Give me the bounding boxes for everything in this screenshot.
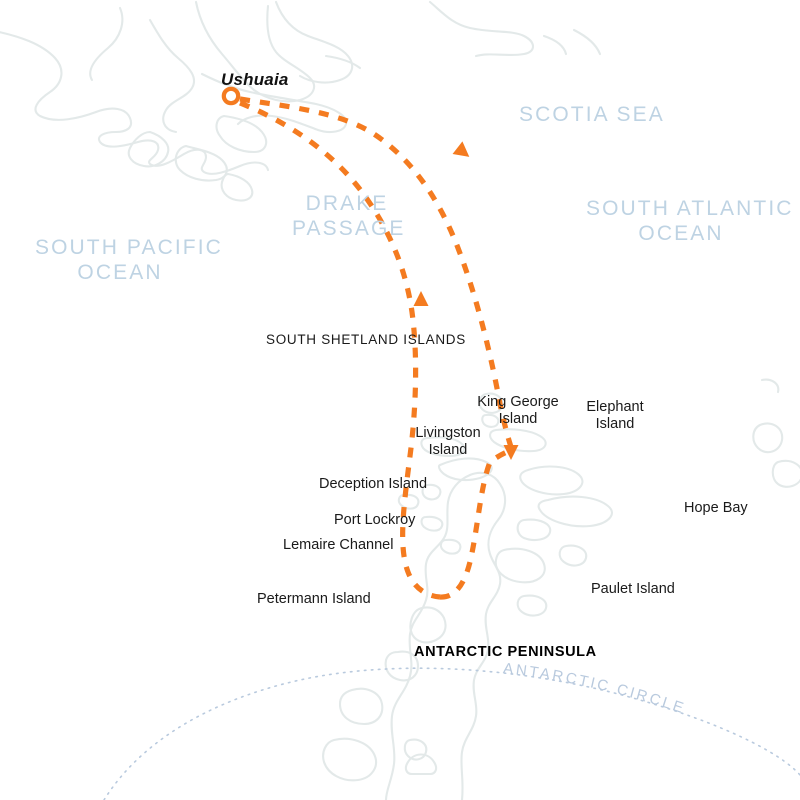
coastline-snow-islet [478,392,504,414]
coastline-east-islet-1 [752,422,784,454]
coastline-snow-island [439,538,462,555]
coastline-paulet-island [558,544,588,567]
coastline-peninsula-inland [409,606,447,644]
coastline-nelson-island [481,413,500,428]
coastline-isla-navarino [174,144,228,182]
coastline-low-island [420,515,444,532]
route-return [239,100,441,600]
coastline-islands-south [127,130,170,168]
route-arrows [413,141,519,460]
coastline-joinville-island [519,465,584,496]
coastline-small-cove [403,738,428,761]
coastline-isla-hoste [215,114,268,154]
coastline-east-islet-3 [760,378,780,394]
coastline-andes-ridge [148,18,196,134]
coastline-malvinas-shelf [428,0,535,58]
coastline-fjord-north [89,6,124,82]
ushuaia-port-marker[interactable] [221,86,241,106]
coastline-dundee-island [537,495,613,528]
antarctic-circle-label: ANTARCTIC CIRCLE [502,660,688,718]
coastline-king-george-island [489,428,547,453]
coastline-isla-grande [274,0,354,84]
coastline-patagonia [0,31,270,175]
route-arrow-south [503,445,519,460]
coastline-smith-island [397,493,420,510]
coastline-peninsula-west [384,473,472,800]
coastline-south-shetland-chain [438,457,493,482]
route-outbound [239,96,515,451]
coastline-east-islet-2 [771,459,800,488]
route-arrow-return [413,291,429,306]
coastline-cape-horn-isles [220,172,254,202]
antarctic-circle-line [103,667,800,800]
coastline-beagle-channel [200,72,348,134]
route-arrow-outbound [452,141,470,157]
coastline-shelf-east [542,34,568,56]
coastline-james-ross-island [494,547,546,584]
coastline-staten-island [324,54,362,70]
coastline-snow-hill-island [516,594,548,617]
coastline-tdf-main [194,0,316,103]
coastline-peninsula-south [322,737,378,782]
coastline-dome [404,753,438,776]
coastline-peninsula-bay [384,650,420,682]
route-loop-bottom [439,447,513,600]
coastline-shelf-corner [572,28,602,56]
coastline-livingston-island [420,436,466,458]
coastline-peninsula-lobe [338,687,384,726]
route-layer [239,96,515,600]
coastline-vega-island [516,518,552,542]
coastline-antarctic-peninsula [460,471,507,800]
coastline-deception-island [421,483,442,501]
